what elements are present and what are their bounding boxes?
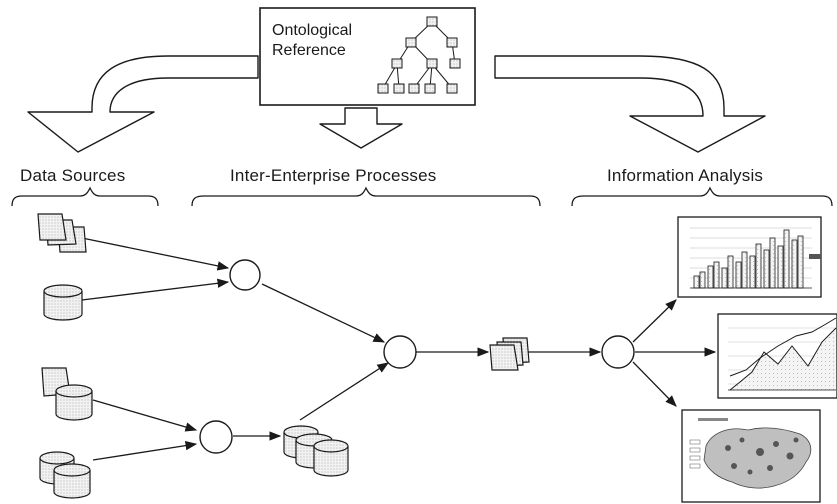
process-node-2 [383,335,417,369]
documents-icon [37,213,87,253]
ontology-tree-icon [377,16,461,94]
ontology-label-line1: Ontological [272,22,352,39]
database-store-icon [283,425,349,477]
edge-node4-to-barchart [632,299,677,343]
center-down-arrow [319,107,403,149]
edge-db1-to-node1 [81,278,230,301]
edge-node1-to-node2 [261,283,386,343]
brace-data-sources [11,186,159,207]
databases-icon [39,451,91,499]
section-label-data-sources: Data Sources [20,166,125,185]
document-stack-icon [489,337,530,371]
database-icon [43,284,83,321]
line-chart-thumbnail [717,313,837,399]
edge-docdb-to-node3 [92,399,198,432]
edge-doc1-to-node1 [81,237,230,271]
process-node-1 [229,259,261,291]
left-curved-arrow [27,55,259,153]
process-node-4 [601,335,635,369]
brace-processes [191,186,541,207]
ontological-reference-box: Ontological Reference [259,7,476,106]
edge-dbs-to-node3 [92,440,198,461]
right-curved-arrow [494,55,766,153]
edge-node4-to-map [632,361,677,407]
document-database-icon [41,367,93,421]
edge-dbstore-to-node2 [299,362,389,421]
map-thumbnail [681,409,821,503]
bar-chart-thumbnail [677,216,822,298]
section-label-processes: Inter-Enterprise Processes [230,166,436,185]
ontology-label-line2: Reference [272,42,346,59]
process-node-3 [199,420,233,454]
brace-analysis [571,186,833,207]
section-label-analysis: Information Analysis [607,166,763,185]
